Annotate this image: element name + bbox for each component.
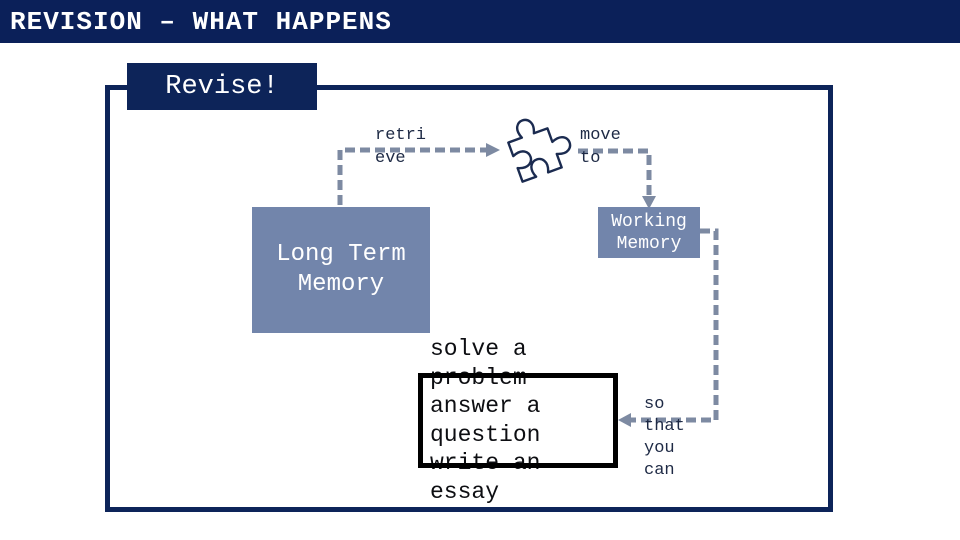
emphasis-box xyxy=(418,373,618,468)
content-frame xyxy=(105,85,833,512)
slide-title-bar: REVISION – WHAT HAPPENS xyxy=(0,0,960,43)
slide-title: REVISION – WHAT HAPPENS xyxy=(10,6,392,37)
revise-label-text: Revise! xyxy=(165,71,279,102)
revise-label: Revise! xyxy=(127,63,317,110)
